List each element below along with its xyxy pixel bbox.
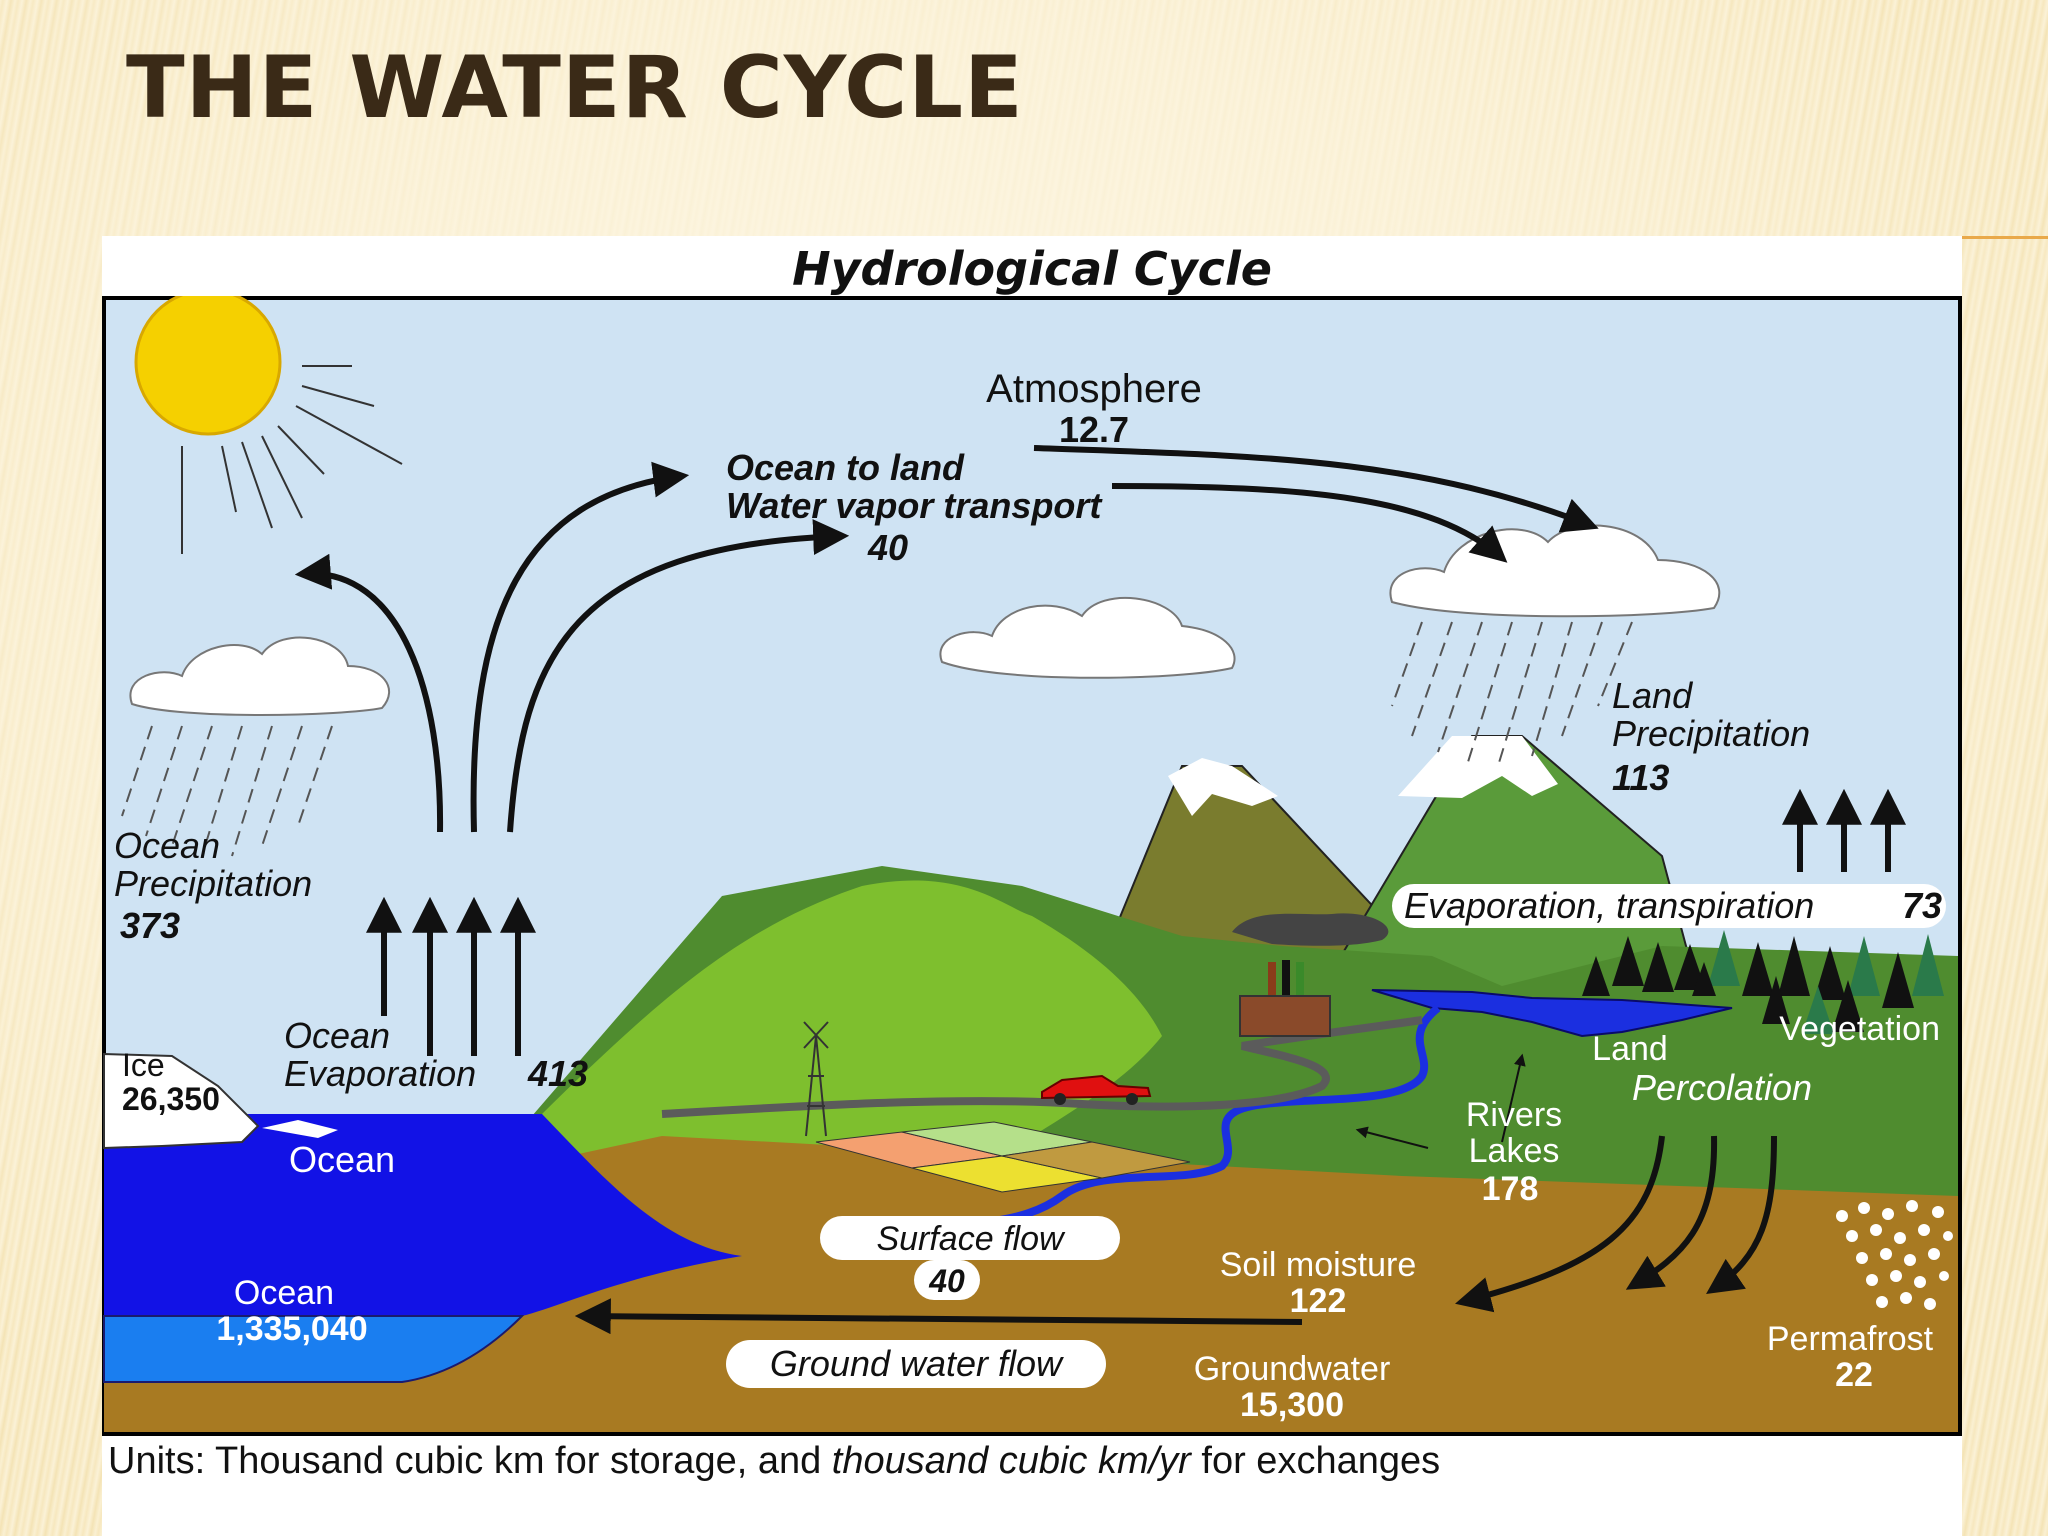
ground-water-flow-label: Ground water flow (770, 1343, 1064, 1384)
cloud-icon-left (121, 636, 391, 857)
units-text: Units: Thousand cubic km for storage, an… (108, 1440, 832, 1482)
atmosphere-label: Atmosphere (986, 367, 1202, 411)
land-evapotranspiration-arrows (1782, 788, 1906, 872)
ice-label: Ice (122, 1047, 165, 1083)
hydrological-cycle-illustration: Atmosphere 12.7 Ocean to land Water vapo… (102, 296, 1962, 1436)
deep-ocean-label: Ocean (234, 1274, 334, 1312)
rivers-label: Rivers (1466, 1096, 1562, 1134)
soil-moisture-label: Soil moisture (1220, 1246, 1417, 1284)
ocean-evaporation-label-line1: Ocean (284, 1015, 390, 1056)
vapor-transport-arrows (294, 445, 1599, 833)
deep-ocean-value: 1,335,040 (216, 1310, 367, 1348)
land-precipitation-label-line2: Precipitation (1612, 713, 1810, 754)
surface-flow-label: Surface flow (876, 1220, 1066, 1258)
ocean-evaporation-label-line2: Evaporation (284, 1053, 476, 1094)
windmill-icon (803, 1021, 829, 1137)
permafrost-label: Permafrost (1767, 1320, 1934, 1358)
ground-water-flow-pill (726, 1340, 1106, 1388)
lake (1371, 989, 1733, 1038)
land-precipitation-label-line1: Land (1612, 675, 1693, 716)
deep-ocean (103, 1315, 525, 1383)
groundwater-label: Groundwater (1194, 1350, 1391, 1388)
diagram-panel: Hydrological Cycle (102, 236, 1962, 1536)
sun-icon (134, 296, 403, 554)
percolation-arrows (1455, 1135, 1777, 1313)
vapor-transport-value: 40 (867, 527, 908, 568)
surface-flow-pill (820, 1216, 1120, 1260)
car-icon (1041, 1074, 1152, 1105)
ocean-evaporation-value: 413 (527, 1053, 588, 1094)
evap-transp-label: Evaporation, transpiration (1404, 885, 1814, 926)
ocean-precipitation-label-line2: Precipitation (114, 863, 312, 904)
evap-transp-pill (1392, 884, 1946, 928)
ocean-surface (104, 1114, 742, 1316)
crop-fields (815, 1121, 1191, 1193)
evap-transp-value: 73 (1902, 885, 1942, 926)
land-label: Land (1592, 1030, 1668, 1068)
vegetation-label: Vegetation (1779, 1010, 1940, 1048)
rivers-lakes-value: 178 (1482, 1170, 1539, 1208)
ocean-surface-label: Ocean (289, 1139, 395, 1180)
permafrost-value: 22 (1835, 1356, 1873, 1394)
units-note: Units: Thousand cubic km for storage, an… (108, 1440, 1440, 1483)
units-suffix-text: for exchanges (1190, 1440, 1441, 1482)
groundwater-value: 15,300 (1240, 1386, 1344, 1424)
land-precipitation-value: 113 (1612, 757, 1669, 798)
factory-icon (1232, 913, 1389, 1037)
lakes-label: Lakes (1469, 1132, 1560, 1170)
ocean-evaporation-arrows (366, 896, 536, 1056)
vapor-transport-label-line1: Ocean to land (726, 447, 965, 488)
soil-moisture-value: 122 (1290, 1282, 1347, 1320)
cloud-icon-middle (939, 596, 1236, 679)
pointer-arrows (1355, 1053, 1526, 1149)
ice-value: 26,350 (122, 1081, 220, 1117)
hill-light (542, 880, 1162, 1156)
road (661, 1016, 1423, 1118)
percolation-label: Percolation (1632, 1067, 1812, 1108)
atmosphere-value: 12.7 (1059, 409, 1129, 450)
ocean-precipitation-label-line1: Ocean (114, 825, 220, 866)
units-italic-text: thousand cubic km/yr (831, 1440, 1191, 1482)
surface-flow-value: 40 (928, 1263, 965, 1299)
vapor-transport-label-line2: Water vapor transport (726, 485, 1103, 526)
diagram-title: Hydrological Cycle (792, 242, 1272, 296)
ice-icon (103, 1052, 338, 1150)
permafrost-pattern (1836, 1200, 1953, 1310)
forest (1582, 930, 1944, 1034)
groundwater-flow-arrow (574, 1298, 1303, 1335)
slide-title: THE WATER CYCLE (126, 38, 1024, 138)
ocean-precipitation-value: 373 (120, 905, 180, 946)
river (861, 1004, 1441, 1230)
surface-flow-value-pill (914, 1260, 980, 1300)
